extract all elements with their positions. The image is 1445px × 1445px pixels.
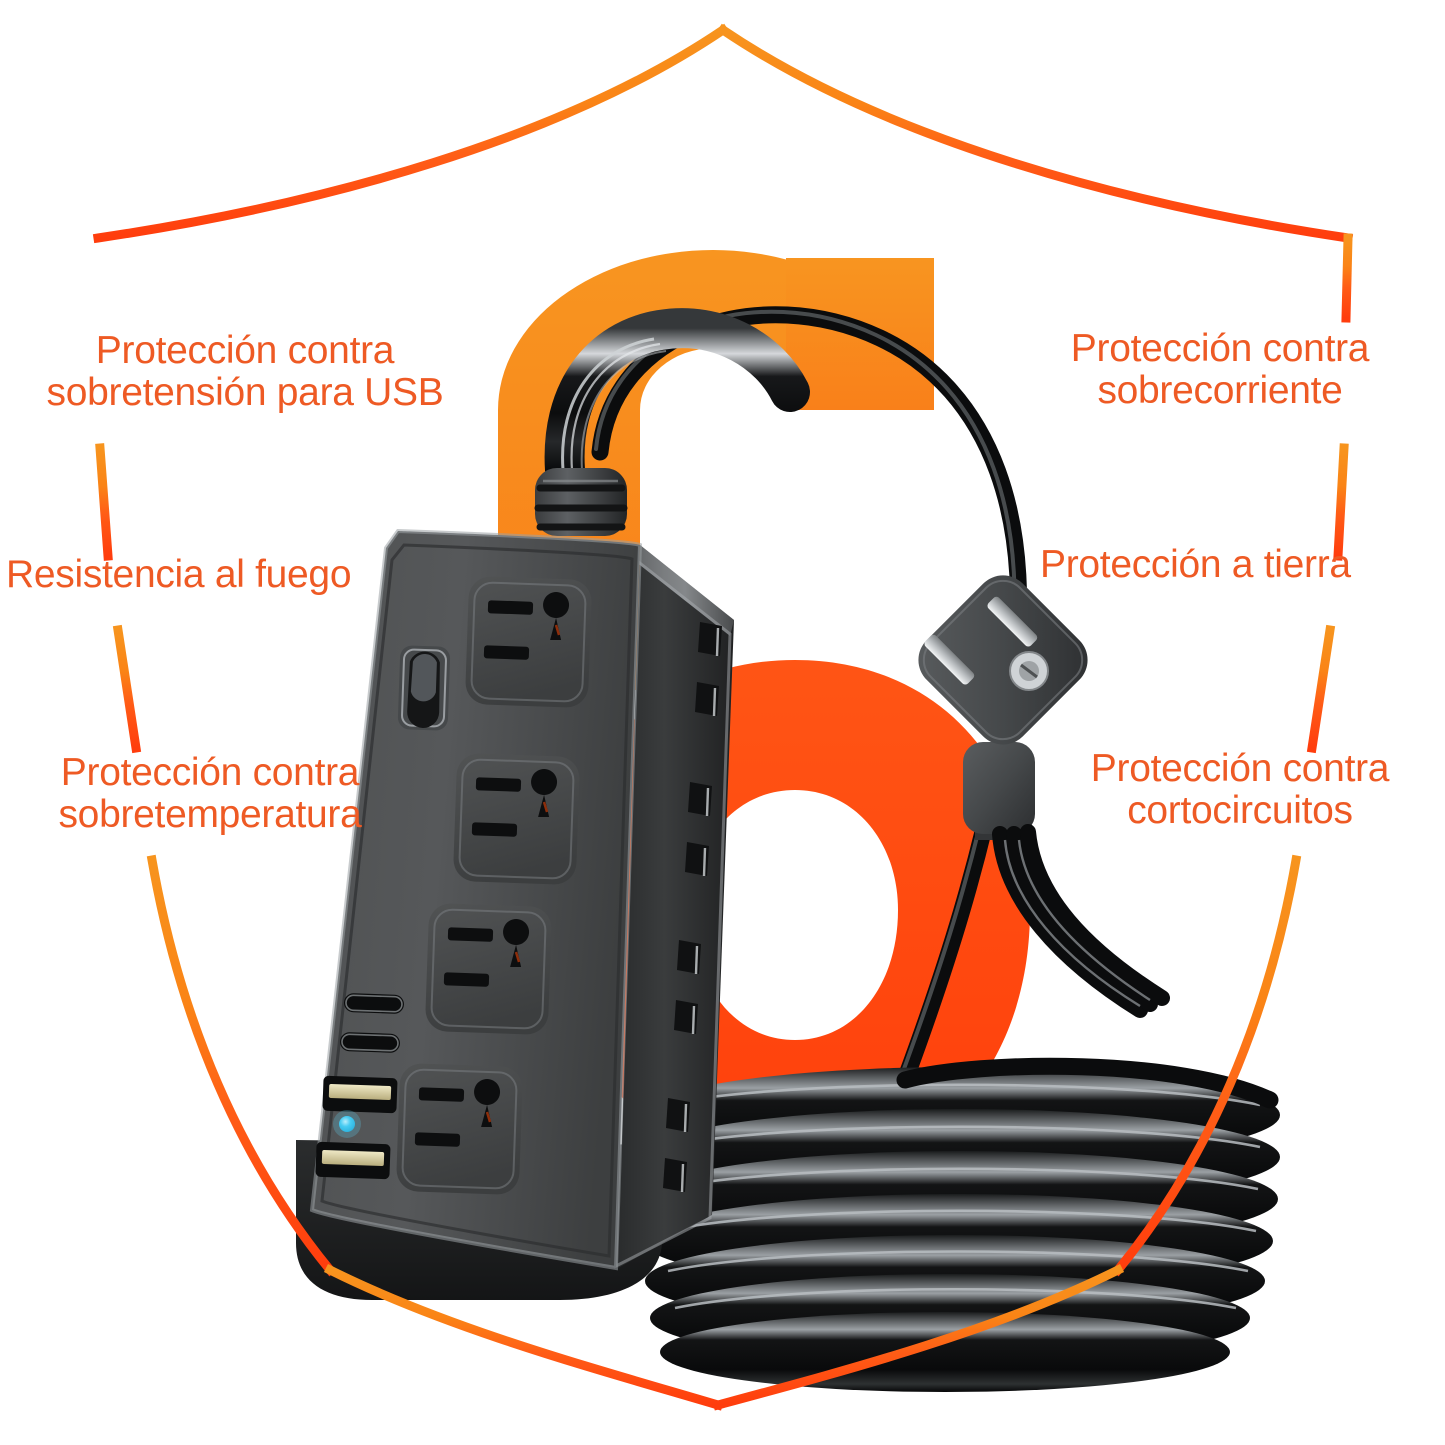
side-outlet [674,940,701,1034]
label-short-circuit-protection: Protección contra cortocircuitos [1090,747,1390,832]
usb-c-port [339,1032,400,1053]
led-indicator [339,1116,355,1132]
label-usb-surge-protection: Protección contra sobretensión para USB [46,329,444,414]
strain-relief-collar [534,468,628,536]
ac-outlet [425,903,552,1035]
side-outlet [663,1098,690,1192]
ac-outlet [465,576,592,708]
label-fire-resistance: Resistencia al fuego [6,553,352,596]
ac-outlet [396,1063,523,1195]
power-switch[interactable] [397,645,451,731]
label-grounding-protection: Protección a tierra [1040,543,1351,586]
ac-outlet [453,753,580,885]
usb-c-port [343,993,404,1014]
usb-a-port [322,1075,398,1114]
label-overtemperature-protection: Protección contra sobretemperatura [58,751,362,836]
side-outlet [695,622,722,716]
ac-outlet-group [396,576,592,1195]
led-glow [333,1110,361,1138]
plug-blades [924,596,1038,685]
cable-bundle-top [544,308,810,490]
power-plug [918,575,1170,1018]
plug-ground-pin [1009,651,1049,691]
side-outlet [685,782,712,876]
side-outlet-group [663,622,722,1192]
label-overcurrent-protection: Protección contra sobrecorriente [1070,327,1370,412]
power-strip-body [296,528,734,1300]
